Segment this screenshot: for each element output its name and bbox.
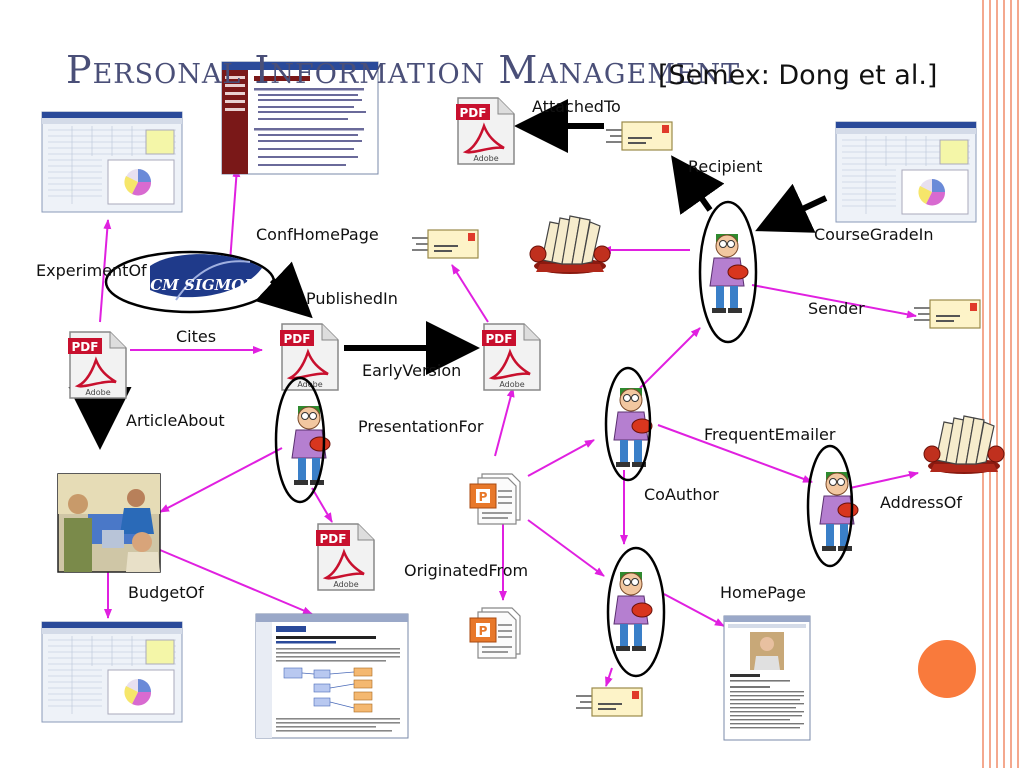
label-budget-of: BudgetOf [128, 583, 204, 602]
edge-ppt-to-person [527, 519, 605, 577]
label-cites: Cites [176, 327, 216, 346]
label-experiment-of: ExperimentOf [36, 261, 147, 280]
edge-labels: AttachedTo Recipient ConfHomePage Course… [36, 97, 962, 602]
pdf-file-icon[interactable] [314, 522, 376, 592]
person-contact-icon[interactable] [613, 571, 653, 652]
label-recipient: Recipient [688, 157, 762, 176]
edge-to-confpage [229, 167, 241, 263]
email-envelope-icon[interactable] [913, 299, 981, 329]
edge-address-of [849, 471, 919, 489]
pim-web-page-icon[interactable] [255, 613, 409, 739]
pdf-file-icon[interactable] [66, 330, 128, 400]
edge-person-to-pdf [311, 487, 333, 523]
presentation-file-icon[interactable] [469, 473, 521, 525]
email-envelope-icon[interactable] [411, 229, 479, 259]
presentation-file-icon[interactable] [469, 607, 521, 659]
edge-presentation-for [494, 387, 515, 457]
edge-course-grade-in [755, 183, 828, 233]
label-course-grade-in: CourseGradeIn [814, 225, 934, 244]
email-envelope-icon[interactable] [575, 687, 643, 717]
edge-home-page [663, 593, 725, 627]
label-originated-from: OriginatedFrom [404, 561, 528, 580]
spreadsheet-icon[interactable] [41, 621, 183, 723]
magenta-edges [99, 167, 919, 687]
label-address-of: AddressOf [880, 493, 962, 512]
slide-title: Personal Information Management [66, 48, 741, 92]
edge-published-in [254, 261, 313, 319]
label-conf-home-page: ConfHomePage [256, 225, 379, 244]
pdf-file-icon[interactable] [278, 322, 340, 392]
label-co-author: CoAuthor [644, 485, 719, 504]
black-edges [68, 99, 828, 450]
edge-conf-homepage [451, 264, 489, 323]
email-envelope-icon[interactable] [605, 121, 673, 151]
accent-dot [918, 640, 976, 698]
edge-person-to-email [605, 667, 613, 687]
edge-person-to-meeting [159, 447, 283, 513]
citation: [Semex: Dong et al.] [658, 60, 938, 91]
personal-home-page-icon[interactable] [723, 615, 811, 741]
label-published-in: PublishedIn [306, 289, 398, 308]
label-early-version: EarlyVersion [362, 361, 461, 380]
label-attached-to: AttachedTo [532, 97, 621, 116]
acm-sigmod-logo-text: ACM SIGMOD [137, 276, 258, 294]
label-sender: Sender [808, 299, 865, 318]
highlight-ellipses [104, 200, 854, 678]
edge-sender [751, 284, 917, 319]
edge-frequent-emailer [657, 424, 813, 483]
rolodex-address-book-icon[interactable] [529, 215, 611, 275]
edge-meeting-to-pimpage [159, 549, 313, 615]
edge-recipient [671, 155, 725, 215]
edge-coauthor-link [639, 327, 701, 389]
label-article-about: ArticleAbout [126, 411, 225, 430]
label-presentation-for: PresentationFor [358, 417, 484, 436]
edge-ppt-to-coauthor [527, 439, 595, 477]
rolodex-address-book-icon[interactable] [923, 415, 1005, 475]
acm-sigmod-logo[interactable]: ACM SIGMOD [137, 254, 262, 301]
pdf-file-icon[interactable] [480, 322, 542, 392]
meeting-photo-icon[interactable] [57, 473, 161, 573]
label-home-page: HomePage [720, 583, 806, 602]
edge-pdf-to-spreadsheet [99, 219, 112, 323]
pdf-file-icon[interactable] [454, 96, 516, 166]
person-contact-icon[interactable] [709, 233, 749, 314]
label-frequent-emailer: FrequentEmailer [704, 425, 836, 444]
spreadsheet-icon[interactable] [41, 111, 183, 213]
spreadsheet-icon[interactable] [835, 121, 977, 223]
decorative-stripes [980, 0, 1024, 768]
